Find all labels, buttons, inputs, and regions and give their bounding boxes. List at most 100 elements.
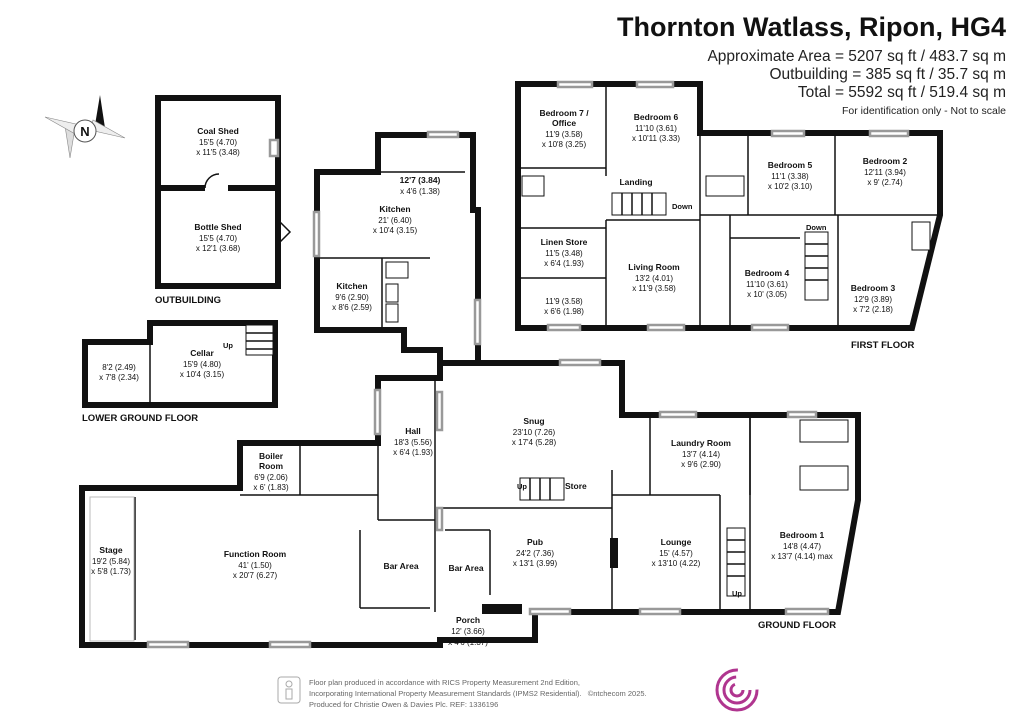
total-line: Total = 5592 sq ft / 519.4 sq m bbox=[797, 84, 1006, 101]
porch-dim1: 12' (3.66) bbox=[451, 627, 485, 636]
pub-dim2: x 13'1 (3.99) bbox=[513, 559, 558, 568]
living-room-dim2: x 11'9 (3.58) bbox=[632, 284, 676, 293]
ground-floor-label: GROUND FLOOR bbox=[758, 620, 836, 631]
footer-brand: ©ntchecom 2025. bbox=[587, 689, 647, 698]
laundry-dim2: x 9'6 (2.90) bbox=[681, 460, 721, 469]
bedroom5-name: Bedroom 5 bbox=[768, 160, 813, 170]
porch-name: Porch bbox=[456, 615, 480, 625]
linen-lower-dim1: 11'9 (3.58) bbox=[545, 297, 583, 306]
compass-label: N bbox=[80, 124, 89, 139]
kitchen-main-dim2: x 10'4 (3.15) bbox=[373, 226, 418, 235]
first-floor-down-label: Down bbox=[806, 223, 827, 232]
footer-line1: Floor plan produced in accordance with R… bbox=[309, 678, 580, 687]
kitchen-main-dim1: 21' (6.40) bbox=[378, 216, 412, 225]
function-room-dim1: 41' (1.50) bbox=[238, 561, 272, 570]
outbuilding-line: Outbuilding = 385 sq ft / 35.7 sq m bbox=[769, 66, 1006, 83]
lounge-up-label: Up bbox=[732, 589, 742, 598]
stage-dim1: 19'2 (5.84) bbox=[92, 557, 130, 566]
bedroom7-name2: Office bbox=[552, 118, 576, 128]
identification-note: For identification only - Not to scale bbox=[842, 105, 1006, 117]
boiler-dim2: x 6' (1.83) bbox=[253, 483, 289, 492]
boiler-name2: Room bbox=[259, 461, 284, 471]
first-floor-label: FIRST FLOOR bbox=[851, 340, 914, 351]
coal-shed-name: Coal Shed bbox=[197, 126, 239, 136]
bedroom7-name1: Bedroom 7 / bbox=[539, 108, 589, 118]
linen-store-name: Linen Store bbox=[541, 237, 588, 247]
first-floor-plan bbox=[515, 80, 943, 332]
cellar-side-dim1: 8'2 (2.49) bbox=[102, 363, 136, 372]
kitchen-small-dim1: 9'6 (2.90) bbox=[335, 293, 369, 302]
cellar-up-label: Up bbox=[223, 341, 233, 350]
hall-dim2: x 6'4 (1.93) bbox=[393, 448, 433, 457]
linen-store-dim2: x 6'4 (1.93) bbox=[544, 259, 584, 268]
laundry-name: Laundry Room bbox=[671, 438, 731, 448]
bedroom3-name: Bedroom 3 bbox=[851, 283, 896, 293]
pub-dim1: 24'2 (7.36) bbox=[516, 549, 554, 558]
stage-dim2: x 5'8 (1.73) bbox=[91, 567, 131, 576]
kitchen-top-dim2: x 4'6 (1.38) bbox=[400, 187, 440, 196]
measurement-standard-icon bbox=[277, 676, 301, 704]
lower-ground-plan bbox=[82, 320, 278, 408]
bedroom7-dim2: x 10'8 (3.25) bbox=[542, 140, 587, 149]
bottle-shed-dim1: 15'5 (4.70) bbox=[199, 234, 237, 243]
lounge-name: Lounge bbox=[661, 537, 692, 547]
area-line: Approximate Area = 5207 sq ft / 483.7 sq… bbox=[707, 48, 1006, 65]
bedroom5-dim1: 11'1 (3.38) bbox=[771, 172, 809, 181]
bedroom5-dim2: x 10'2 (3.10) bbox=[768, 182, 813, 191]
property-title: Thornton Watlass, Ripon, HG4 bbox=[617, 12, 1006, 42]
lounge-dim2: x 13'10 (4.22) bbox=[652, 559, 701, 568]
porch-dim2: x 4'6 (1.37) bbox=[448, 638, 488, 647]
bedroom2-name: Bedroom 2 bbox=[863, 156, 908, 166]
bedroom6-name: Bedroom 6 bbox=[634, 112, 679, 122]
hall-dim1: 18'3 (5.56) bbox=[394, 438, 432, 447]
bedroom1-dim2: x 13'7 (4.14) max bbox=[771, 552, 833, 561]
stage-name: Stage bbox=[99, 545, 122, 555]
cellar-side-dim2: x 7'8 (2.34) bbox=[99, 373, 139, 382]
lounge-dim1: 15' (4.57) bbox=[659, 549, 693, 558]
coal-shed-dim2: x 11'5 (3.48) bbox=[196, 148, 240, 157]
bedroom3-dim1: 12'9 (3.89) bbox=[854, 295, 892, 304]
ground-floor-plan bbox=[79, 130, 861, 649]
outbuilding-plan bbox=[155, 95, 292, 289]
linen-store-dim1: 11'5 (3.48) bbox=[545, 249, 583, 258]
kitchen-top-dim1: 12'7 (3.84) bbox=[400, 175, 441, 185]
lower-ground-label: LOWER GROUND FLOOR bbox=[82, 413, 198, 424]
landing-name: Landing bbox=[619, 177, 652, 187]
store-up-label: Up bbox=[517, 482, 527, 491]
compass-icon: N bbox=[44, 95, 126, 159]
snug-dim1: 23'10 (7.26) bbox=[513, 428, 556, 437]
bedroom4-dim2: x 10' (3.05) bbox=[747, 290, 787, 299]
living-room-name: Living Room bbox=[628, 262, 680, 272]
footer-line2: Incorporating International Property Mea… bbox=[309, 689, 582, 698]
bedroom4-name: Bedroom 4 bbox=[745, 268, 790, 278]
kitchen-small-name: Kitchen bbox=[336, 281, 367, 291]
snug-name: Snug bbox=[523, 416, 544, 426]
function-room-name: Function Room bbox=[224, 549, 287, 559]
footer-notes: Floor plan produced in accordance with R… bbox=[309, 677, 647, 710]
store-name: Store bbox=[565, 481, 587, 491]
bedroom6-dim1: 11'10 (3.61) bbox=[635, 124, 677, 133]
pub-name: Pub bbox=[527, 537, 543, 547]
cellar-dim2: x 10'4 (3.15) bbox=[180, 370, 225, 379]
bedroom2-dim1: 12'11 (3.94) bbox=[864, 168, 906, 177]
bottle-shed-dim2: x 12'1 (3.68) bbox=[196, 244, 241, 253]
bedroom7-dim1: 11'9 (3.58) bbox=[545, 130, 583, 139]
cellar-name: Cellar bbox=[190, 348, 214, 358]
bedroom1-dim1: 14'8 (4.47) bbox=[783, 542, 821, 551]
kitchen-small-dim2: x 8'6 (2.59) bbox=[332, 303, 372, 312]
boiler-dim1: 6'9 (2.06) bbox=[254, 473, 288, 482]
boiler-name1: Boiler bbox=[259, 451, 284, 461]
hall-name: Hall bbox=[405, 426, 421, 436]
bottle-shed-name: Bottle Shed bbox=[194, 222, 241, 232]
laundry-dim1: 13'7 (4.14) bbox=[682, 450, 720, 459]
bedroom1-name: Bedroom 1 bbox=[780, 530, 825, 540]
bar-area-2-name: Bar Area bbox=[448, 563, 483, 573]
nichecom-logo-icon bbox=[715, 668, 759, 712]
bedroom2-dim2: x 9' (2.74) bbox=[867, 178, 903, 187]
coal-shed-dim1: 15'5 (4.70) bbox=[199, 138, 237, 147]
cellar-dim1: 15'9 (4.80) bbox=[183, 360, 221, 369]
function-room-dim2: x 20'7 (6.27) bbox=[233, 571, 278, 580]
bar-area-1-name: Bar Area bbox=[383, 561, 418, 571]
living-room-dim1: 13'2 (4.01) bbox=[635, 274, 673, 283]
